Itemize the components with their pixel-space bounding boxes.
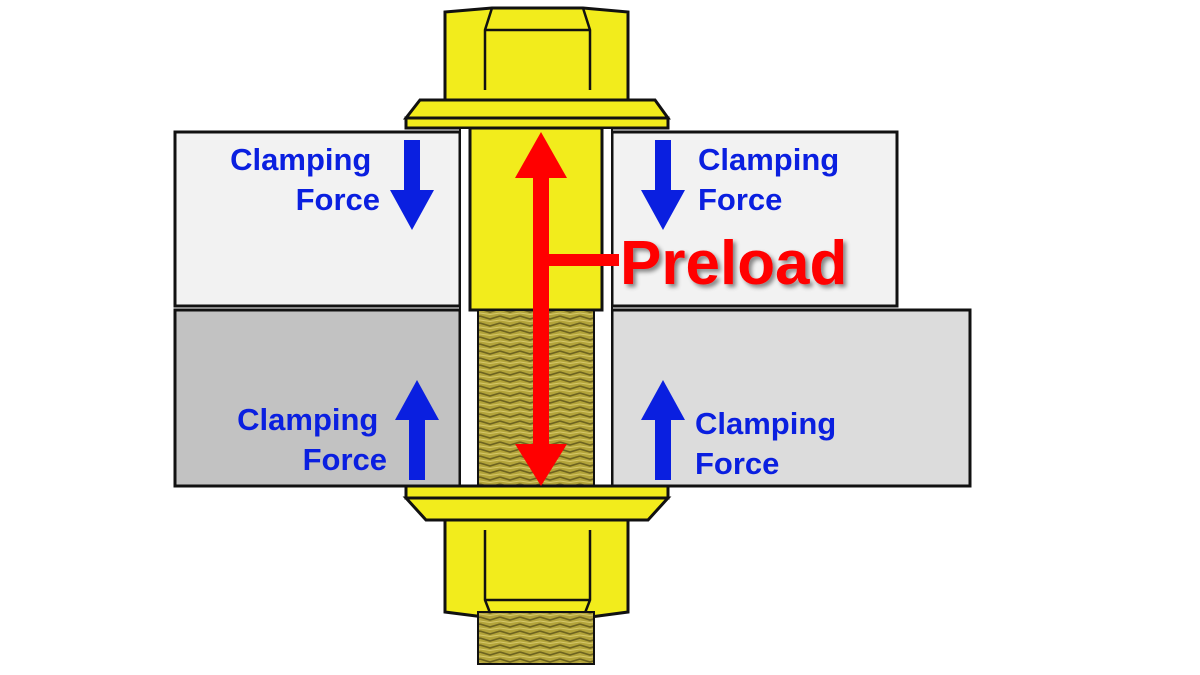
clamp-arrow-top-left (390, 140, 434, 230)
clamp-arrow-top-right (641, 140, 685, 230)
clamp-arrow-bottom-right (641, 380, 685, 480)
bolt-head-flange (402, 98, 671, 120)
label-bottom-left: Clamping Force (237, 402, 387, 477)
bolt-head (443, 6, 630, 102)
nut-washer (404, 484, 670, 500)
nut-flange (402, 496, 672, 522)
label-bottom-right: Clamping Force (695, 406, 845, 481)
clamp-arrow-bottom-left (395, 380, 439, 480)
nut (443, 518, 630, 620)
preload-label: Preload (620, 229, 847, 298)
preload-arrow (515, 132, 619, 486)
label-top-left: Clamping Force (230, 142, 380, 217)
label-top-right: Clamping Force (698, 142, 848, 217)
bolt-thread-tip (477, 611, 595, 665)
